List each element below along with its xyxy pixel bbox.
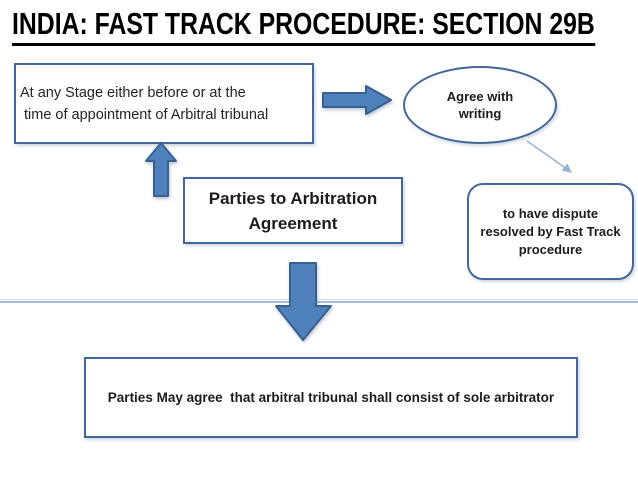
diagonal-connector-arrow-icon xyxy=(526,140,568,170)
sole-arbitrator-box: Parties May agree that arbitral tribunal… xyxy=(84,357,578,438)
diagonal-connector-arrowhead-icon xyxy=(561,163,572,173)
page-title-text: INDIA: FAST TRACK PROCEDURE: SECTION 29B xyxy=(12,6,595,46)
up-block-arrow-icon xyxy=(145,142,177,197)
stage-box-line2: time of appointment of Arbitral tribunal xyxy=(24,106,269,123)
stage-box-text: At any Stage either before or at the tim… xyxy=(16,82,268,126)
page-title: INDIA: FAST TRACK PROCEDURE: SECTION 29B xyxy=(12,6,638,46)
agree-ellipse-label: Agree with writing xyxy=(446,89,514,121)
dispute-box: to have dispute resolved by Fast Track p… xyxy=(467,183,634,280)
parties-box: Parties to Arbitration Agreement xyxy=(183,177,403,244)
divider-line xyxy=(0,301,638,303)
dispute-box-label: to have dispute resolved by Fast Track p… xyxy=(480,205,621,257)
right-block-arrow-icon xyxy=(322,85,392,115)
agree-ellipse: Agree with writing xyxy=(403,66,557,144)
divider-line-faint xyxy=(0,299,638,300)
stage-box: At any Stage either before or at the tim… xyxy=(14,63,314,144)
sole-arbitrator-label: Parties May agree that arbitral tribunal… xyxy=(107,390,555,405)
parties-box-label: Parties to Arbitration Agreement xyxy=(208,188,378,233)
stage-box-line1: At any Stage either before or at the xyxy=(20,84,246,101)
